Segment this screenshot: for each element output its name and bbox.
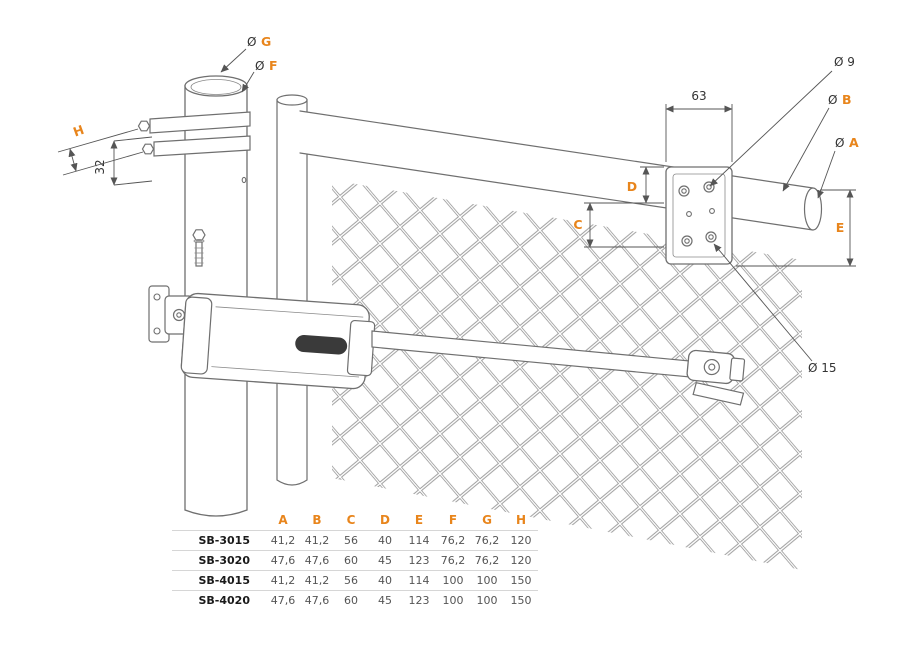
dimension-c: C [573,202,664,248]
cell-value: 60 [344,554,358,567]
cell-value: 100 [442,594,464,607]
gate-post [276,94,308,486]
label-dia-a: Ø A [817,135,859,199]
dia-symbol: Ø [255,59,264,73]
plate-bolt-icon [678,185,690,197]
cell-value: 47,6 [304,594,330,607]
cell-value: 40 [378,574,392,587]
dim-label-e: E [836,220,845,235]
col-header-a: A [278,513,288,527]
cell-value: 76,2 [474,534,500,547]
dim-label-63: 63 [691,89,706,103]
cell-value: 76,2 [440,534,466,547]
dim-label-dia9: Ø 9 [834,55,855,69]
cell-value: 120 [510,554,532,567]
col-header-e: E [414,513,424,527]
table-row: SB-4020 47,6 47,6 60 45 123 100 100 150 [172,590,538,611]
clamp-bolt-icon [137,120,151,132]
dim-label-b: B [842,92,852,107]
dim-label-c: C [573,217,582,232]
cell-value: 114 [408,534,430,547]
col-header-f: F [448,513,458,527]
col-header-d: D [380,513,390,527]
dim-label-32: 32 [93,159,107,174]
cell-value: 150 [510,594,532,607]
label-dia-g: Ø G [220,34,271,73]
chain-link-mesh [332,180,802,570]
dim-label-h: H [71,122,86,140]
cell-value: 123 [408,554,430,567]
post-clamp [137,111,251,157]
cell-value: 47,6 [304,554,330,567]
label-dia-b: Ø B [782,92,852,192]
cell-value: 47,6 [270,554,296,567]
dimension-d: D [584,166,664,204]
cell-value: 100 [476,574,498,587]
cell-value: 41,2 [270,574,296,587]
dimension-e: E [736,189,856,267]
model-name: SB-3020 [198,554,251,567]
plate-hole [709,208,715,214]
cell-value: 41,2 [270,534,296,547]
model-name: SB-4015 [198,574,251,587]
plate-bolt-icon [681,235,693,247]
cell-value: 76,2 [440,554,466,567]
label-dia-9: Ø 9 [709,55,855,187]
cell-value: 100 [476,594,498,607]
cell-value: 123 [408,594,430,607]
cell-value: 100 [442,574,464,587]
clamp-bolt-icon [141,143,155,155]
col-header-b: B [312,513,322,527]
dim-label-d: D [627,179,637,194]
cell-value: 41,2 [304,534,330,547]
rod-end-bracket [686,349,746,406]
dim-label-a: A [849,135,859,150]
model-name: SB-4020 [198,594,251,607]
dim-label-g: G [261,34,271,49]
actuator-body [180,292,376,390]
model-column-header [172,511,266,531]
dim-label-f: F [269,58,278,73]
table-header-row: A B C D E F G H [172,511,538,531]
dim-label-dia15: Ø 15 [808,361,837,375]
cell-value: 120 [510,534,532,547]
col-header-c: C [346,513,356,527]
cell-value: 45 [378,594,392,607]
cell-value: 114 [408,574,430,587]
cell-value: 45 [378,554,392,567]
spec-table: A B C D E F G H SB-3015 41,2 41,2 56 40 … [172,511,538,610]
brand-badge [295,335,348,355]
model-name: SB-3015 [198,534,251,547]
table-row: SB-3015 41,2 41,2 56 40 114 76,2 76,2 12… [172,531,538,551]
dia-symbol: Ø [828,93,837,107]
plate-bolt-icon [705,231,717,243]
gate-mounting-plate [665,166,733,265]
post-hole [241,176,247,184]
dimension-h: H [57,122,144,176]
plate-hole [686,211,692,217]
dimension-32: 32 [93,136,153,186]
cell-value: 76,2 [474,554,500,567]
actuator [148,285,746,406]
table-row: SB-4015 41,2 41,2 56 40 114 100 100 150 [172,570,538,591]
adjustment-bolt [192,229,206,267]
col-header-g: G [482,513,492,527]
cell-value: 47,6 [270,594,296,607]
cell-value: 41,2 [304,574,330,587]
cell-value: 56 [344,574,358,587]
label-dia-f: Ø F [241,58,278,93]
cell-value: 56 [344,534,358,547]
cell-value: 60 [344,594,358,607]
dia-symbol: Ø [247,35,256,49]
label-dia-15: Ø 15 [713,243,837,375]
dimension-63: 63 [665,89,733,162]
cell-value: 150 [510,574,532,587]
dia-symbol: Ø [835,136,844,150]
col-header-h: H [515,513,527,527]
table-row: SB-3020 47,6 47,6 60 45 123 76,2 76,2 12… [172,550,538,571]
cell-value: 40 [378,534,392,547]
